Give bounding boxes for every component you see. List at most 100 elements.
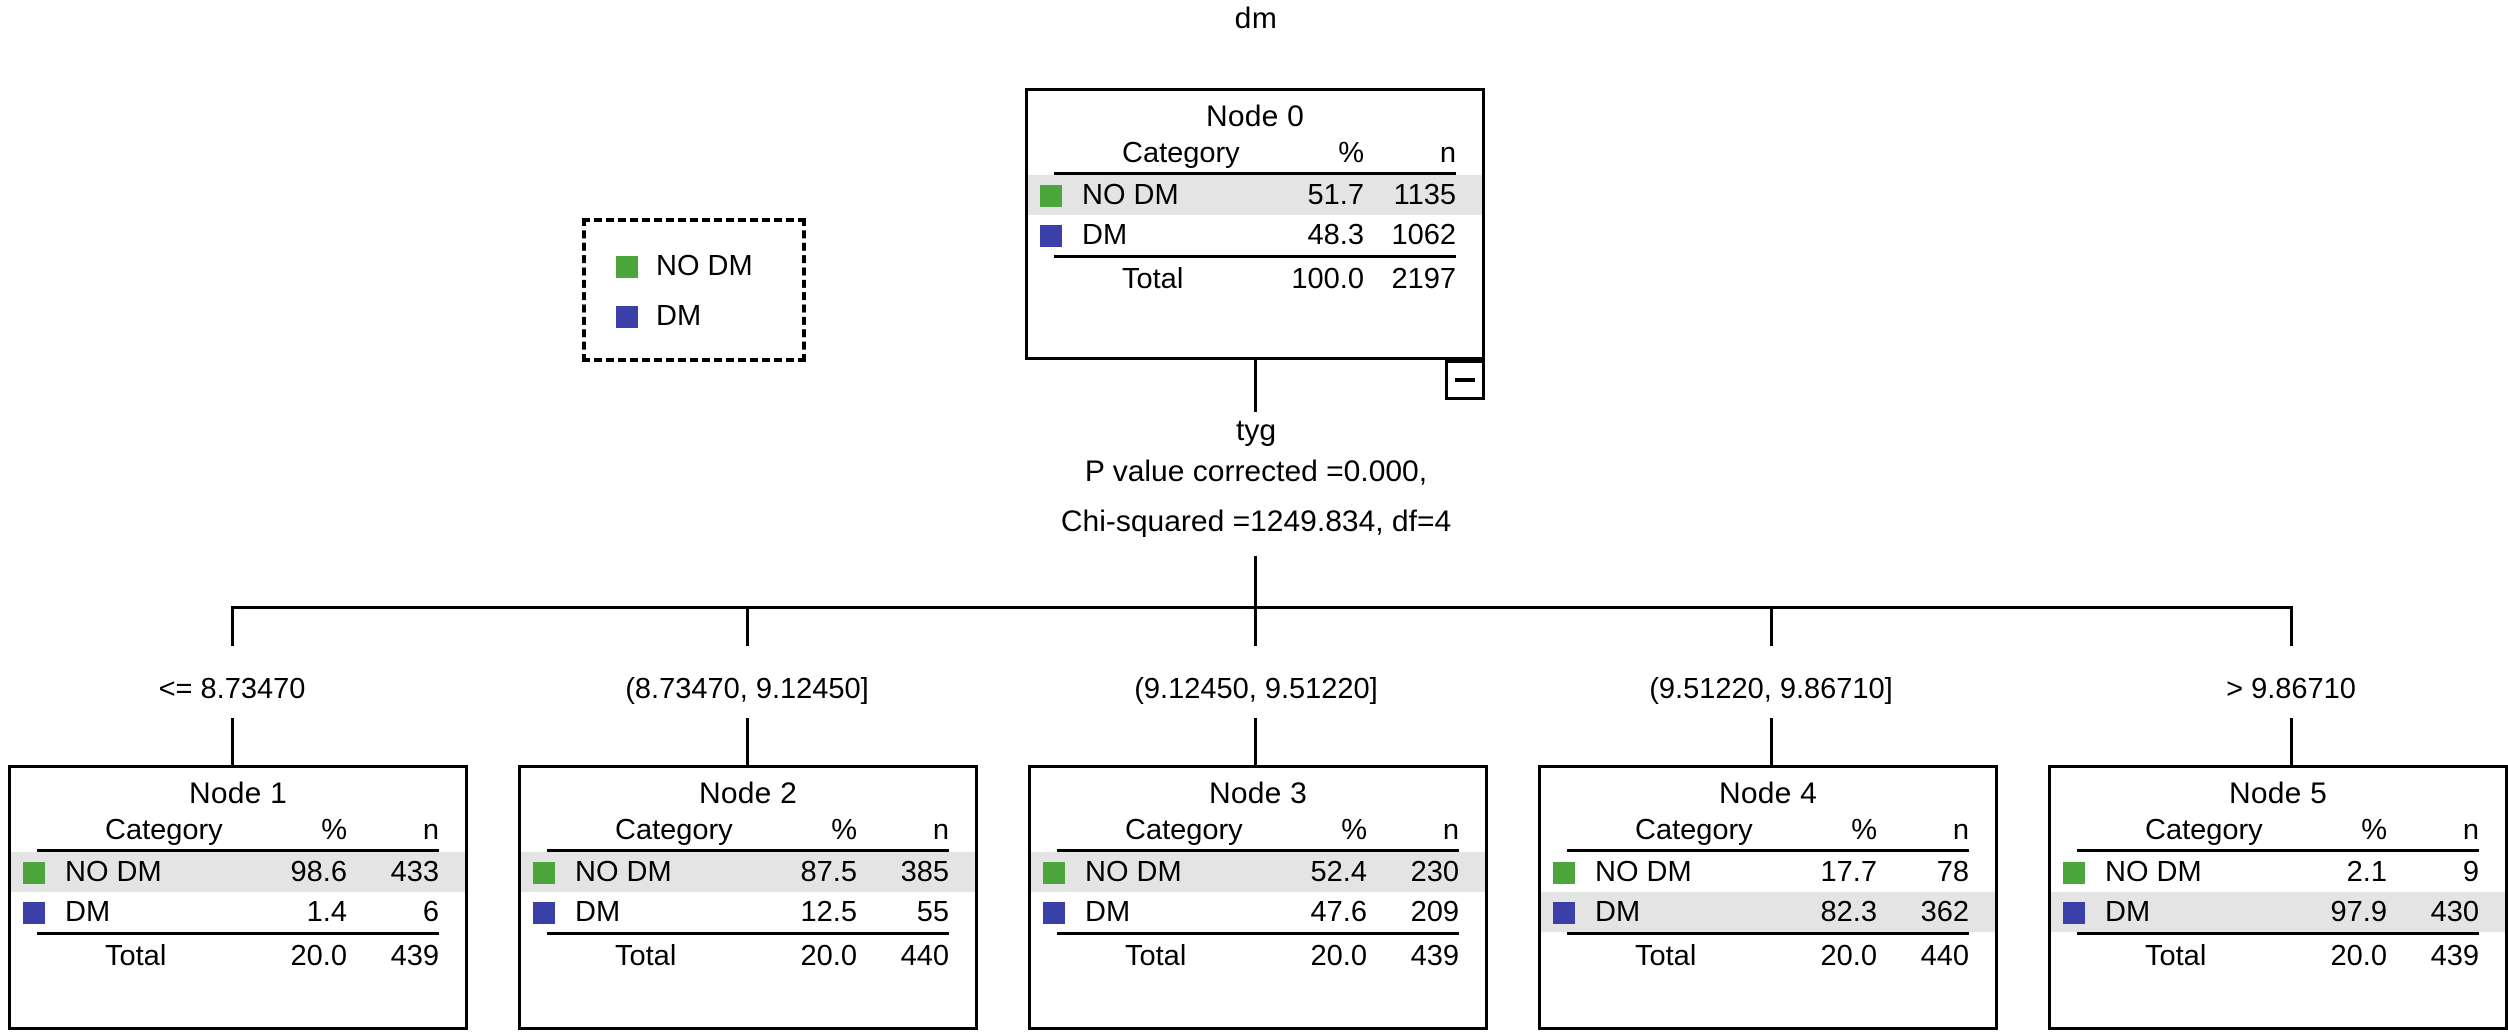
node-1[interactable]: Node 1 Category % n NO DM 98.6 433 DM 1.… bbox=[8, 765, 468, 1030]
node-1-header-row: Category % n bbox=[11, 814, 465, 849]
node-4-swatch-dm-icon bbox=[1553, 901, 1575, 924]
node-2-row-no-dm: NO DM 87.5 385 bbox=[521, 852, 975, 892]
connector-drop-4 bbox=[1770, 606, 1773, 646]
collapse-node-0-button[interactable] bbox=[1445, 360, 1485, 400]
node-5-pct-dm: 97.9 bbox=[2267, 892, 2387, 932]
node-0-pct-total: 100.0 bbox=[1291, 262, 1364, 295]
node-4-header-n: n bbox=[1952, 814, 1969, 846]
node-0-rule-bottom bbox=[1028, 255, 1482, 258]
branch-label-2: (8.73470, 9.12450] bbox=[625, 673, 869, 705]
node-1-label-total: Total bbox=[105, 939, 167, 972]
node-4-pct-dm: 82.3 bbox=[1757, 892, 1877, 932]
legend-swatch-no-dm-icon bbox=[616, 255, 638, 278]
node-1-swatch-no-dm-icon bbox=[23, 861, 45, 884]
node-3-header-n: n bbox=[1442, 814, 1459, 846]
node-4-n-dm: 362 bbox=[1877, 892, 1995, 932]
connector-drop-5 bbox=[2290, 606, 2293, 646]
node-5-title: Node 5 bbox=[2229, 777, 2327, 810]
node-2[interactable]: Node 2 Category % n NO DM 87.5 385 DM 12… bbox=[518, 765, 978, 1030]
node-3-label-no-dm: NO DM bbox=[1085, 852, 1247, 892]
node-1-pct-dm: 1.4 bbox=[306, 895, 347, 928]
split-variable: tyg bbox=[1235, 414, 1277, 447]
node-0-pct-no-dm: 51.7 bbox=[1244, 175, 1364, 215]
connector-leaf-stem-4 bbox=[1770, 718, 1773, 766]
node-0-label-no-dm: NO DM bbox=[1082, 175, 1244, 215]
node-3-table: Category % n NO DM 52.4 230 DM 47.6 209 … bbox=[1031, 814, 1485, 977]
node-5-swatch-no-dm-icon bbox=[2063, 861, 2085, 884]
node-3-n-total: 439 bbox=[1410, 939, 1459, 972]
node-0-n-dm: 1062 bbox=[1391, 218, 1456, 251]
node-1-swatch-dm-icon bbox=[23, 901, 45, 924]
node-0-n-total: 2197 bbox=[1391, 262, 1456, 295]
node-0-swatch-no-dm-icon bbox=[1040, 184, 1062, 207]
node-2-pct-no-dm: 87.5 bbox=[737, 852, 857, 892]
node-2-header-percent: % bbox=[831, 814, 857, 846]
connector-leaf-stem-1 bbox=[231, 718, 234, 766]
page-title: dm bbox=[1234, 2, 1278, 35]
branch-label-4: (9.51220, 9.86710] bbox=[1649, 673, 1893, 705]
node-1-label-no-dm: NO DM bbox=[65, 852, 227, 892]
node-0-row-dm: DM 48.3 1062 bbox=[1028, 215, 1482, 255]
node-2-pct-dm: 12.5 bbox=[800, 895, 857, 928]
node-2-label-dm: DM bbox=[575, 895, 621, 928]
node-5-n-total: 439 bbox=[2430, 939, 2479, 972]
node-3-n-dm: 209 bbox=[1410, 895, 1459, 928]
node-3-row-total: Total 20.0 439 bbox=[1031, 935, 1485, 977]
node-4-label-dm: DM bbox=[1595, 892, 1757, 932]
branch-label-3: (9.12450, 9.51220] bbox=[1134, 673, 1378, 705]
node-5-header-n: n bbox=[2462, 814, 2479, 846]
legend-label-no-dm: NO DM bbox=[656, 250, 753, 282]
connector-leaf-stem-2 bbox=[746, 718, 749, 766]
node-5[interactable]: Node 5 Category % n NO DM 2.1 9 DM 97.9 … bbox=[2048, 765, 2508, 1030]
node-4-row-dm: DM 82.3 362 bbox=[1541, 892, 1995, 932]
node-4-header-category: Category bbox=[1635, 814, 1753, 846]
node-3-header-row: Category % n bbox=[1031, 814, 1485, 849]
connector-drop-3 bbox=[1254, 606, 1257, 646]
node-1-n-no-dm: 433 bbox=[347, 852, 465, 892]
connector-drop-1 bbox=[231, 606, 234, 646]
node-2-pct-total: 20.0 bbox=[800, 939, 857, 972]
node-3-header-category: Category bbox=[1125, 814, 1243, 846]
node-0-header-category: Category bbox=[1122, 137, 1240, 169]
node-3-header-percent: % bbox=[1341, 814, 1367, 846]
legend-swatch-dm-icon bbox=[616, 305, 638, 328]
node-4-row-no-dm: NO DM 17.7 78 bbox=[1541, 852, 1995, 892]
node-5-swatch-dm-icon bbox=[2063, 901, 2085, 924]
node-3[interactable]: Node 3 Category % n NO DM 52.4 230 DM 47… bbox=[1028, 765, 1488, 1030]
node-5-header-percent: % bbox=[2361, 814, 2387, 846]
connector-leaf-stem-3 bbox=[1254, 718, 1257, 766]
node-2-label-no-dm: NO DM bbox=[575, 852, 737, 892]
node-1-row-dm: DM 1.4 6 bbox=[11, 892, 465, 932]
node-3-swatch-dm-icon bbox=[1043, 901, 1065, 924]
node-4-pct-no-dm: 17.7 bbox=[1820, 855, 1877, 888]
minus-icon bbox=[1455, 378, 1475, 382]
node-5-n-dm: 430 bbox=[2387, 892, 2505, 932]
node-3-row-no-dm: NO DM 52.4 230 bbox=[1031, 852, 1485, 892]
node-1-pct-total: 20.0 bbox=[290, 939, 347, 972]
legend-item-dm: DM bbox=[616, 300, 701, 333]
node-5-row-total: Total 20.0 439 bbox=[2051, 935, 2505, 977]
node-5-label-no-dm: NO DM bbox=[2105, 855, 2202, 888]
node-0-rule-top bbox=[1028, 172, 1482, 175]
node-4[interactable]: Node 4 Category % n NO DM 17.7 78 DM 82.… bbox=[1538, 765, 1998, 1030]
legend: NO DM DM bbox=[582, 218, 806, 362]
node-1-label-dm: DM bbox=[65, 895, 111, 928]
node-5-header-category: Category bbox=[2145, 814, 2263, 846]
node-0-row-no-dm: NO DM 51.7 1135 bbox=[1028, 175, 1482, 215]
node-4-n-no-dm: 78 bbox=[1936, 855, 1969, 888]
legend-item-no-dm: NO DM bbox=[616, 250, 753, 283]
node-1-table: Category % n NO DM 98.6 433 DM 1.4 6 Tot… bbox=[11, 814, 465, 977]
node-0[interactable]: Node 0 Category % n NO DM 51.7 1135 DM bbox=[1025, 88, 1485, 360]
node-0-label-dm: DM bbox=[1082, 218, 1128, 251]
node-1-n-total: 439 bbox=[390, 939, 439, 972]
split-chi-squared: Chi-squared =1249.834, df=4 bbox=[1060, 505, 1452, 538]
legend-label-dm: DM bbox=[656, 300, 702, 332]
node-4-table: Category % n NO DM 17.7 78 DM 82.3 362 T… bbox=[1541, 814, 1995, 977]
node-4-label-total: Total bbox=[1635, 939, 1697, 972]
node-3-label-total: Total bbox=[1125, 939, 1187, 972]
connector-leaf-stem-5 bbox=[2290, 718, 2293, 766]
node-5-pct-no-dm: 2.1 bbox=[2346, 855, 2387, 888]
node-4-title: Node 4 bbox=[1719, 777, 1817, 810]
node-3-swatch-no-dm-icon bbox=[1043, 861, 1065, 884]
